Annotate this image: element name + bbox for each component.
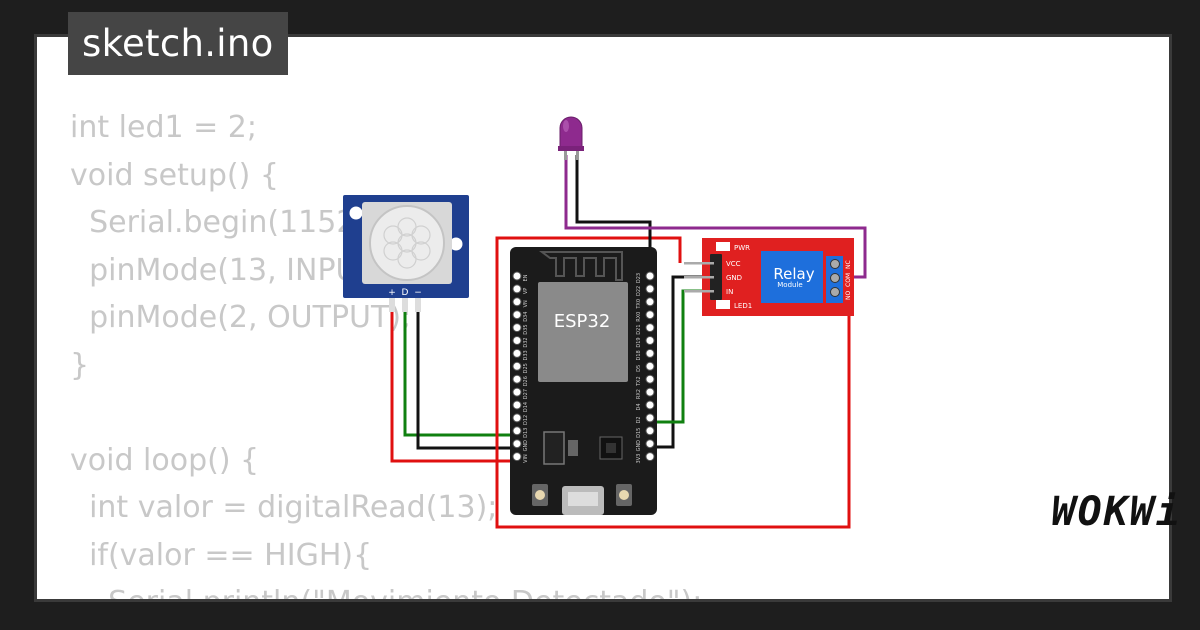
esp32-pin-hole[interactable] [645, 336, 655, 345]
esp32-pin-hole[interactable] [645, 323, 655, 333]
esp32-pin-label: D14 [523, 402, 529, 412]
relay-pin-gnd: GND [726, 274, 742, 282]
code-line: void setup() { [70, 157, 279, 193]
esp32-pin-label: VIN [523, 454, 529, 463]
esp32-pin-hole[interactable] [645, 348, 655, 358]
relay-pwr-label: PWR [734, 244, 750, 252]
wire-relay-vcc [495, 236, 851, 529]
wire-pir-gnd [416, 300, 516, 450]
relay-led-label: LED1 [734, 302, 752, 310]
esp32-pin-label: D34 [523, 312, 529, 322]
esp32-pin-hole[interactable] [512, 284, 522, 294]
esp32-pin-hole[interactable] [645, 452, 655, 462]
relay-subtitle: Module [777, 281, 802, 289]
code-line: int led1 = 2; [70, 110, 257, 145]
esp32-pin-label: D5 [636, 365, 642, 372]
pir-pin-vcc: + [388, 288, 396, 298]
esp32-pin-label: D18 [636, 350, 642, 360]
wokwi-logo: WOKWi [1051, 489, 1182, 535]
esp32-pin-label: D25 [523, 363, 529, 373]
esp32-pin-hole[interactable] [512, 271, 522, 281]
file-tab[interactable]: sketch.ino [68, 12, 288, 75]
relay-terminal-nc: NC [845, 260, 852, 269]
esp32-pin-hole[interactable] [512, 374, 522, 384]
esp32-pin-label: D12 [523, 415, 529, 425]
esp32-pin-label: GND [636, 440, 642, 452]
esp32-pin-label: D27 [523, 389, 529, 399]
led-component[interactable] [558, 116, 584, 160]
esp32-pin-hole[interactable] [645, 374, 655, 384]
esp32-pin-hole[interactable] [512, 439, 522, 449]
pir-sensor[interactable]: + D − [343, 195, 469, 312]
esp32-pin-hole[interactable] [512, 413, 522, 423]
esp32-pin-label: D22 [636, 286, 642, 296]
code-line: } [70, 347, 90, 383]
esp32-pin-label: D32 [523, 337, 529, 347]
esp32-pin-label: D23 [636, 273, 642, 283]
esp32-pin-label: TX2 [636, 376, 642, 387]
code-line: if(valor == HIGH){ [70, 537, 373, 573]
esp32-pin-label: D26 [523, 376, 529, 386]
esp32-pin-hole[interactable] [645, 439, 655, 449]
code-line: pinMode(2, OUTPUT); [70, 300, 412, 335]
esp32-pin-hole[interactable] [645, 413, 655, 423]
esp32-pin-label: RX2 [636, 389, 642, 399]
wire-pir-vcc [390, 300, 516, 463]
esp32-pin-hole[interactable] [512, 426, 522, 436]
esp32-pin-label: GND [523, 440, 529, 452]
relay-module[interactable]: VCC GND IN PWR LED1 Relay Module NO COM … [684, 238, 854, 316]
esp32-pin-hole[interactable] [512, 323, 522, 333]
relay-title: Relay [773, 265, 814, 283]
esp32-pin-hole[interactable] [512, 387, 522, 397]
esp32-label: ESP32 [554, 311, 611, 332]
esp32-pin-hole[interactable] [645, 426, 655, 436]
esp32-pin-hole[interactable] [645, 284, 655, 294]
esp32-pin-hole[interactable] [512, 348, 522, 358]
esp32-pin-label: D2 [636, 416, 642, 423]
esp32-pin-label: D4 [636, 403, 642, 410]
esp32-pin-hole[interactable] [512, 400, 522, 410]
esp32-pin-label: EN [523, 274, 529, 281]
esp32-pin-hole[interactable] [645, 271, 655, 281]
esp32-pin-label: RX0 [636, 312, 642, 322]
relay-terminal-com: COM [845, 273, 852, 287]
esp32-pin-label: 3V3 [636, 454, 642, 464]
esp32-board[interactable]: ESP32 ENVPVND34D35D32D33D25D26D27D14D12D… [510, 247, 657, 515]
code-line: Serial.begin(1152 [70, 205, 356, 240]
pir-pin-gnd: − [414, 288, 422, 298]
relay-pin-in: IN [726, 288, 733, 296]
code-editor-preview: int led1 = 2; void setup() { Serial.begin… [70, 104, 702, 599]
esp32-pin-hole[interactable] [512, 310, 522, 320]
esp32-pin-hole[interactable] [512, 297, 522, 307]
esp32-pin-label: D21 [636, 324, 642, 334]
code-line: int valor = digitalRead(13); [70, 490, 498, 525]
esp32-pin-hole[interactable] [645, 310, 655, 320]
esp32-pin-label: D13 [523, 428, 529, 438]
esp32-pin-hole[interactable] [512, 452, 522, 462]
esp32-pin-hole[interactable] [645, 387, 655, 397]
code-line: Serial.println("Movimiento Detectado"); [70, 579, 702, 599]
pir-pin-out: D [402, 288, 409, 298]
wire-pir-out [403, 300, 516, 437]
esp32-pin-hole[interactable] [645, 361, 655, 371]
code-line: void loop() { [70, 442, 260, 478]
esp32-pin-label: VN [523, 300, 529, 307]
esp32-pin-label: D15 [636, 428, 642, 438]
esp32-pin-label: D33 [523, 350, 529, 360]
wire-led-gnd [575, 155, 652, 260]
esp32-pin-hole[interactable] [512, 361, 522, 371]
esp32-pin-label: D35 [523, 324, 529, 334]
esp32-pin-hole[interactable] [645, 400, 655, 410]
esp32-pin-label: TX0 [636, 299, 642, 310]
wire-led-anode [564, 155, 867, 279]
esp32-pin-hole[interactable] [512, 336, 522, 345]
esp32-pin-label: D19 [636, 337, 642, 347]
esp32-pin-label: VP [523, 288, 529, 294]
relay-terminal-no: NO [845, 291, 852, 300]
relay-pin-vcc: VCC [726, 260, 741, 268]
esp32-pin-hole[interactable] [645, 297, 655, 307]
